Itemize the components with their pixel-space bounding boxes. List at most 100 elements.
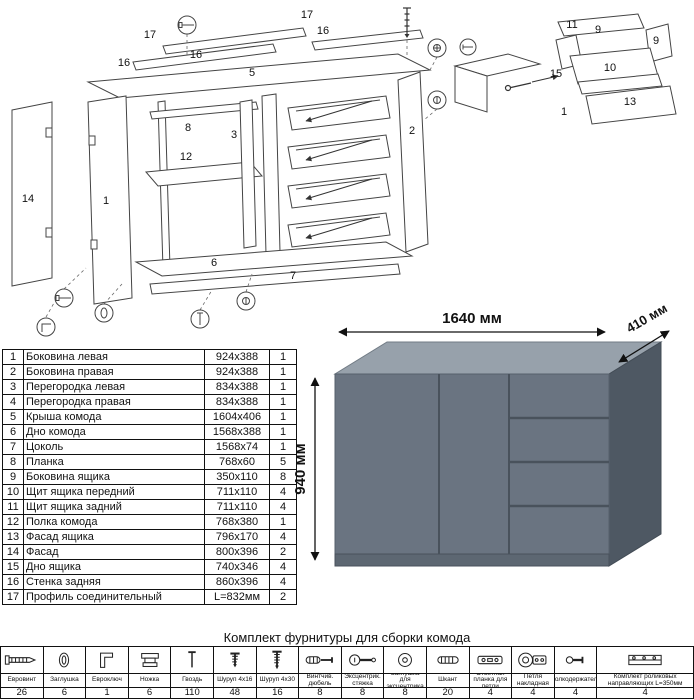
callout-phillips-screw-icon bbox=[427, 38, 447, 58]
height-dimension: 940 мм bbox=[295, 443, 309, 494]
part-num: 11 bbox=[2, 499, 24, 515]
part-name: Профиль соединительный bbox=[23, 589, 205, 605]
part-qty: 8 bbox=[269, 469, 297, 485]
part-number-label: 3 bbox=[231, 129, 237, 141]
dowel-screw-icon bbox=[299, 647, 341, 674]
part-number-label: 14 bbox=[22, 193, 34, 205]
callout-cap-icon bbox=[94, 303, 114, 323]
hardware-kit-title: Комплект фурнитуры для сборки комода bbox=[223, 630, 471, 645]
part-number-label: 16 bbox=[190, 49, 202, 61]
part-number-label: 8 bbox=[185, 122, 191, 134]
part-size: 924x388 bbox=[204, 349, 270, 365]
hinge-icon bbox=[512, 647, 554, 674]
hardware-item-qty: 8 bbox=[317, 687, 323, 698]
hardware-item-qty: 8 bbox=[402, 687, 408, 698]
part-size: 834x388 bbox=[204, 379, 270, 395]
hardware-item-name: Винтчив. дюбель bbox=[299, 674, 341, 688]
part-size: 1568x74 bbox=[204, 439, 270, 455]
part-name: Боковина ящика bbox=[23, 469, 205, 485]
part-name: Планка bbox=[23, 454, 205, 470]
hardware-item-qty: 26 bbox=[16, 687, 28, 698]
part-num: 1 bbox=[2, 349, 24, 365]
hardware-item-name: Шуруп 4x30 bbox=[256, 674, 299, 688]
part-name: Фасад ящика bbox=[23, 529, 205, 545]
part-size: 924x388 bbox=[204, 364, 270, 380]
nail-icon bbox=[171, 647, 213, 674]
hinge-plate-icon bbox=[469, 647, 512, 674]
dimension-arrows bbox=[310, 327, 670, 561]
part-name: Дно ящика bbox=[23, 559, 205, 575]
hardware-item-name: Евроключ bbox=[86, 674, 128, 688]
part-qty: 4 bbox=[269, 499, 297, 515]
part-qty: 1 bbox=[269, 439, 297, 455]
hardware-item-qty: 4 bbox=[487, 687, 493, 698]
width-dimension: 1640 мм bbox=[442, 310, 502, 327]
hardware-item-qty: 4 bbox=[530, 687, 536, 698]
hardware-item-name: Евровинт bbox=[1, 674, 43, 688]
cap-icon bbox=[43, 647, 86, 674]
part-name: Стенка задняя bbox=[23, 574, 205, 590]
part-size: 711x110 bbox=[204, 484, 270, 500]
part-num: 12 bbox=[2, 514, 24, 530]
part-name: Щит ящика передний bbox=[23, 484, 205, 500]
part-qty: 2 bbox=[269, 589, 297, 605]
part-size: 834x388 bbox=[204, 394, 270, 410]
hardware-item-qty: 20 bbox=[442, 687, 454, 698]
cam-cap-icon bbox=[384, 647, 426, 674]
part-size: 796x170 bbox=[204, 529, 270, 545]
callout-euroscrew-icon bbox=[54, 288, 74, 308]
foot-icon bbox=[128, 647, 171, 674]
hardware-item-qty: 4 bbox=[642, 687, 648, 698]
loose-screw-icon bbox=[403, 7, 532, 92]
hardware-item-name: Полкодержатель bbox=[554, 674, 597, 688]
hardware-item-name: Гвоздь bbox=[171, 674, 213, 688]
part-num: 14 bbox=[2, 544, 24, 560]
hardware-item-qty: 6 bbox=[146, 687, 153, 698]
hardware-item-name: Шуруп 4x16 bbox=[213, 674, 256, 688]
part-qty: 1 bbox=[269, 424, 297, 440]
part-number-label: 12 bbox=[180, 151, 192, 163]
hardware-item-name: Петля накладная bbox=[512, 674, 554, 688]
part-name: Фасад bbox=[23, 544, 205, 560]
part-name: Щит ящика задний bbox=[23, 499, 205, 515]
part-size: 1604x406 bbox=[204, 409, 270, 425]
part-size: 800x396 bbox=[204, 544, 270, 560]
hardware-item-name: Эксцентрик. стяжка bbox=[341, 674, 384, 688]
hardware-item-qty: 6 bbox=[61, 687, 68, 698]
exploded-assembly-diagram: 17 16 16 5 16 17 8 3 12 14 1 2 6 7 11 9 … bbox=[11, 7, 677, 337]
part-size: 711x110 bbox=[204, 499, 270, 515]
hardware-item-qty: 4 bbox=[572, 687, 579, 698]
hardware-item-name: Шкант bbox=[426, 674, 469, 688]
part-number-label: 16 bbox=[317, 25, 329, 37]
assembly-arrows bbox=[305, 74, 559, 240]
part-size: 350x110 bbox=[204, 469, 270, 485]
part-number-label: 13 bbox=[624, 96, 636, 108]
part-qty: 1 bbox=[269, 349, 297, 365]
part-num: 17 bbox=[2, 589, 24, 605]
callout-screw-icon bbox=[459, 38, 477, 56]
part-name: Дно комода bbox=[23, 424, 205, 440]
part-number-label: 10 bbox=[604, 62, 616, 74]
part-num: 15 bbox=[2, 559, 24, 575]
part-number-label: 15 bbox=[550, 68, 562, 80]
hardware-item-qty: 1 bbox=[104, 687, 110, 698]
part-size: 860x396 bbox=[204, 574, 270, 590]
screw-4x16-icon bbox=[213, 647, 256, 674]
